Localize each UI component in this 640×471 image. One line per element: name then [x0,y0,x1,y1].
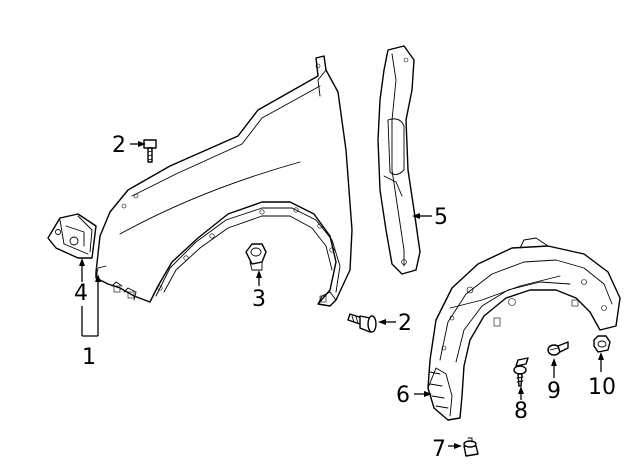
callout-1: 1 [82,345,96,370]
callout-9: 9 [547,379,561,404]
callout-2-upper: 2 [112,133,126,158]
callout-5: 5 [434,205,448,230]
callout-8: 8 [514,399,528,424]
seal-part-5 [377,45,421,275]
screw-part-9 [547,341,569,356]
bolt-part-2-upper [143,139,157,163]
callout-7: 7 [432,437,446,462]
callout-4: 4 [74,281,88,306]
bolt-part-2-lower [347,313,377,333]
nut-part-10 [593,335,611,353]
leader-lines [79,141,604,449]
callout-10: 10 [588,375,616,400]
fender-part-1 [95,55,353,307]
callout-6: 6 [396,383,410,408]
callout-3: 3 [252,287,266,312]
callout-2-lower: 2 [398,311,412,336]
bracket-part-4 [47,213,97,259]
screw-part-8 [513,357,529,387]
clip-part-7 [463,437,479,457]
liner-part-6 [427,237,621,421]
nut-part-3 [245,243,267,271]
